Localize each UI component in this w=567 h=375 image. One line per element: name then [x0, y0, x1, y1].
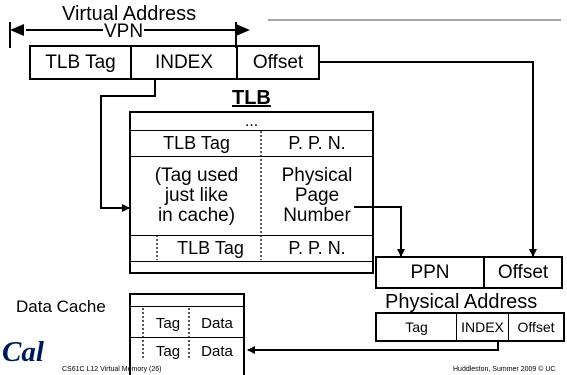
- tlb-title: TLB: [232, 87, 271, 109]
- pa-cache-offset-field: Offset: [517, 319, 555, 335]
- va-offset-field: Offset: [252, 51, 304, 73]
- pa-ppn-field: PPN: [377, 258, 485, 287]
- virtual-address-caption: Virtual Address: [62, 3, 197, 25]
- credit-footer: Huddleston, Summer 2009 © UC: [453, 366, 556, 373]
- tlb-row3-ppn: P. P. N.: [288, 238, 346, 258]
- physical-address-cache-register: Tag INDEX Offset: [375, 312, 565, 342]
- tlb-ellipsis-row: ...: [131, 113, 372, 131]
- tlb-row1-ppn: P. P. N.: [262, 131, 372, 157]
- cache-row2-tag: Tag: [155, 342, 181, 360]
- course-footer: CS61C L12 Virtual Memory (26): [62, 366, 162, 373]
- ppn-to-physical-wire: [354, 206, 405, 257]
- vpn-arrow-right-head: [236, 24, 250, 36]
- vpn-arrow-left-head: [10, 24, 24, 36]
- data-cache-table: Tag Data Tag Data: [129, 293, 245, 375]
- va-tlb-tag-field: TLB Tag: [31, 47, 132, 78]
- index-to-cache-wire: [247, 342, 499, 354]
- tlb-row3-tag: TLB Tag: [177, 238, 244, 258]
- offset-to-physical-wire: [319, 61, 537, 257]
- virtual-address-register: TLB Tag INDEX Offset: [29, 45, 320, 80]
- cache-mid-divider: [131, 337, 243, 338]
- pa-cache-index-field: INDEX: [457, 314, 509, 340]
- cache-top-divider: [131, 306, 243, 307]
- pa-offset-field: Offset: [497, 261, 549, 283]
- cache-row1-data: Data: [201, 314, 233, 332]
- tlb-bottom-divider: [131, 261, 372, 262]
- physical-address-caption: Physical Address: [385, 291, 538, 313]
- tlb-row1-tag: TLB Tag: [131, 131, 262, 157]
- va-index-field: INDEX: [132, 47, 238, 78]
- cal-logo: Cal: [2, 336, 44, 368]
- index-to-tlb-wire: [100, 79, 156, 212]
- physical-address-ppn-register: PPN Offset: [375, 256, 563, 289]
- data-cache-label: Data Cache: [16, 297, 106, 316]
- pa-cache-tag-field: Tag: [377, 314, 457, 340]
- cache-row1-tag: Tag: [155, 314, 181, 332]
- cache-row2-data: Data: [201, 342, 233, 360]
- vpn-label: VPN: [103, 21, 145, 42]
